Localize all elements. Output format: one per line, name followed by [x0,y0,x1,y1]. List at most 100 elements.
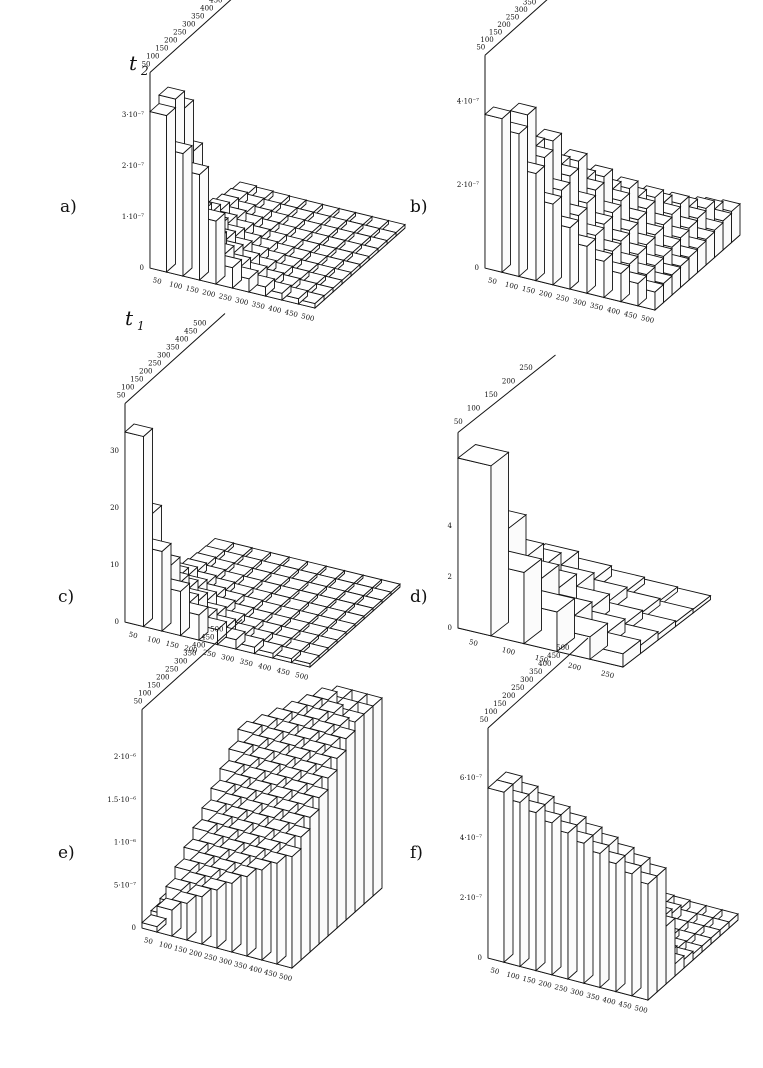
t1-tick-label: 250 [202,648,217,659]
t2-tick-label: 450 [209,0,222,5]
t1-tick-label: 50 [143,936,154,946]
t2-axis-line [124,313,226,404]
bar [487,779,514,964]
bar [141,914,167,934]
z-tick-label: 2·10⁻⁷ [122,162,144,170]
t2-tick-label: 150 [484,391,497,399]
t2-tick-label: 400 [538,660,551,668]
t2-tick-label: 350 [529,668,542,676]
bar [456,444,510,637]
t1-tick-label: 150 [165,639,180,650]
t1-tick-label: 100 [504,280,519,291]
t2-tick-label: 150 [493,700,506,708]
z-tick-label: 0 [448,624,452,632]
t2-tick-label: 150 [130,376,143,384]
t1-tick-label: 250 [554,983,569,994]
panel-label: e) [58,843,75,863]
t2-tick-label: 450 [547,652,560,660]
bars [484,102,741,311]
t1-tick-label: 400 [602,996,617,1007]
t1-tick-label: 500 [634,1004,649,1015]
t2-tick-label: 250 [148,360,161,368]
t1-tick-label: 300 [234,296,249,307]
t1-tick-label: 400 [267,304,282,315]
t1-letter: t [125,306,134,330]
t1-tick-label: 500 [640,314,655,325]
t2-tick-label: 250 [519,364,532,372]
t2-tick-label: 500 [556,644,569,652]
panel-label: a) [60,197,77,217]
t2-tick-label: 100 [480,36,493,44]
t2-letter: t [129,51,138,75]
z-tick-label: 4 [448,522,453,530]
t2-tick-label: 250 [511,684,524,692]
chart-panel-2: 02·10⁻⁷4·10⁻⁷501001502002503003504004505… [410,0,741,325]
t1-tick-label: 200 [183,644,198,655]
t2-tick-label: 150 [147,682,160,690]
t2-tick-label: 50 [134,698,143,706]
z-tick-label: 2·10⁻⁷ [457,181,479,189]
z-tick-label: 1·10⁻⁶ [114,839,136,847]
t2-tick-label: 200 [139,368,152,376]
t2-tick-label: 400 [200,5,213,13]
t1-tick-label: 50 [128,630,139,640]
z-tick-label: 2·10⁻⁷ [460,894,482,902]
panel-label: c) [58,587,74,607]
t1-tick-label: 200 [201,288,216,299]
t2-tick-label: 500 [210,626,223,634]
t2-tick-label: 250 [165,666,178,674]
bar [272,645,302,664]
t2-tick-label: 200 [502,692,515,700]
t2-tick-label: 250 [506,14,519,22]
t2-tick-label: 350 [166,344,179,352]
z-tick-label: 20 [110,504,119,512]
t2-axis-line [457,354,556,433]
t1-tick-label: 150 [521,285,536,296]
t1-tick-label: 400 [257,662,272,673]
t2-axis-line [149,0,232,73]
bars [124,423,401,669]
z-tick-label: 5·10⁻⁷ [114,881,136,889]
t2-tick-label: 300 [514,6,527,14]
z-tick-label: 0 [475,264,479,272]
t2-axis-line [484,0,548,56]
bars [149,86,406,310]
panel-label: d) [410,587,428,607]
t1-tick-label: 200 [567,661,582,672]
t1-tick-label: 350 [251,300,266,311]
t1-tick-label: 450 [276,666,291,677]
bar [484,106,512,274]
t2-tick-label: 200 [156,674,169,682]
t2-tick-label: 450 [201,634,214,642]
t1-tick-label: 350 [233,960,248,971]
t2-axis-line [487,637,589,729]
t1-axis-name: t 1 [125,306,145,333]
t2-tick-label: 500 [193,320,206,328]
z-tick-label: 2 [448,573,452,581]
t2-tick-label: 450 [184,328,197,336]
t2-tick-label: 350 [191,13,204,21]
bar [124,423,154,628]
z-tick-label: 4·10⁻⁷ [460,834,482,842]
t1-tick-label: 350 [589,301,604,312]
panel-label: b) [410,197,428,217]
t1-tick-label: 450 [618,1000,633,1011]
t2-tick-label: 100 [146,53,159,61]
t2-tick-label: 400 [175,336,188,344]
z-tick-label: 4·10⁻⁷ [457,98,479,106]
t2-tick-label: 50 [480,716,489,724]
t2-tick-label: 50 [454,418,463,426]
t2-tick-label: 50 [476,44,485,52]
z-tick-label: 3·10⁻⁷ [122,111,144,119]
z-tick-label: 1.5·10⁻⁶ [107,796,136,804]
t2-tick-label: 200 [164,37,177,45]
t1-tick-label: 100 [146,635,161,646]
t1-tick-label: 150 [534,654,549,665]
bar [281,286,309,306]
t2-tick-label: 200 [497,21,510,29]
z-tick-label: 0 [115,618,119,626]
t1-tick-label: 350 [239,657,254,668]
t2-tick-label: 150 [155,45,168,53]
